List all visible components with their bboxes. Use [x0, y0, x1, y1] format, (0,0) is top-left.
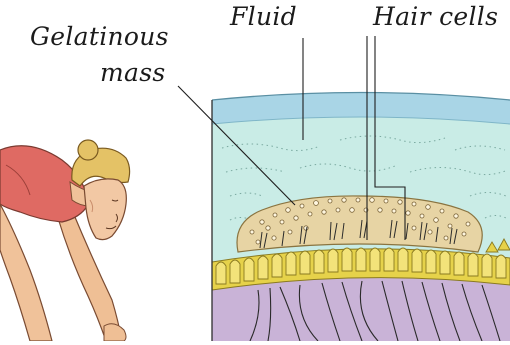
label-gelatinous: Gelatinous — [30, 24, 169, 49]
label-mass: mass — [100, 60, 165, 85]
person-shirt — [0, 146, 88, 222]
person-front-arm — [0, 204, 52, 341]
person-face — [84, 179, 126, 240]
person-hand — [104, 324, 126, 341]
inner-ear-cross-section — [212, 85, 510, 341]
person-hair-bun — [78, 140, 98, 160]
label-fluid: Fluid — [230, 4, 297, 29]
label-hair-cells: Hair cells — [373, 4, 498, 29]
person-figure — [0, 140, 130, 341]
